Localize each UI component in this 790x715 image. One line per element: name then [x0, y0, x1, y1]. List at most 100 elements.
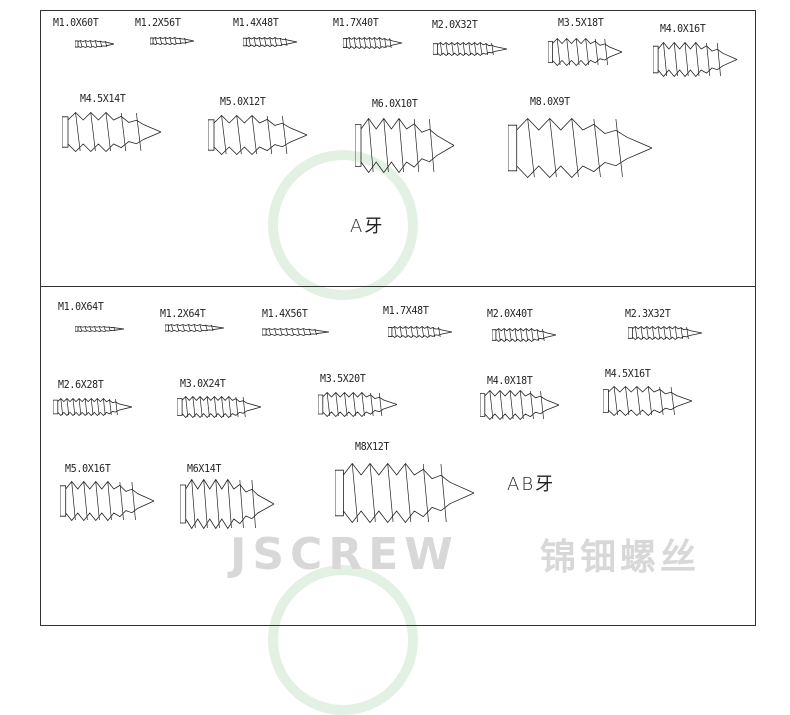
screw-outline	[480, 390, 560, 420]
thread-line	[221, 115, 227, 155]
thread-line	[509, 328, 512, 342]
thread-line	[361, 392, 365, 417]
section_a-screw-label: M8.0X9T	[530, 95, 570, 108]
thread-line	[640, 326, 644, 340]
section_ab-screw-label: M2.0X40T	[487, 307, 533, 320]
section_a-screw-label: M6.0X10T	[372, 97, 418, 110]
thread-line	[625, 386, 630, 416]
thread-line	[95, 481, 100, 521]
thread-line	[613, 386, 618, 416]
thread-line	[405, 326, 408, 338]
section_ab-screw-drawing	[388, 326, 453, 338]
screw-outline	[62, 112, 162, 152]
thread-line	[527, 118, 535, 178]
section_a-screw-label: M1.4X48T	[233, 16, 279, 29]
thread-line	[159, 37, 163, 45]
thread-line	[269, 37, 272, 47]
thread-line	[503, 328, 507, 342]
thread-line	[184, 37, 187, 45]
thread-line	[100, 40, 103, 48]
thread-line	[136, 112, 142, 152]
thread-line	[680, 326, 684, 340]
thread-line	[80, 40, 83, 48]
thread-line	[199, 324, 202, 332]
thread-line	[205, 324, 208, 332]
thread-line	[193, 324, 197, 332]
thread-line	[368, 118, 374, 173]
thread-line	[445, 42, 449, 56]
section_a-screw-drawing	[653, 42, 738, 77]
thread-line	[575, 38, 580, 66]
section_ab-screw-drawing	[335, 463, 475, 523]
watermark-seal-top	[268, 150, 418, 300]
thread-line	[103, 398, 106, 416]
thread-line	[647, 386, 653, 416]
thread-line	[432, 326, 436, 338]
thread-line	[280, 328, 283, 336]
screw-outline	[653, 42, 738, 77]
screw-outline	[75, 40, 115, 48]
section_a-screw-drawing	[62, 112, 162, 152]
thread-line	[520, 328, 523, 342]
thread-line	[99, 326, 102, 332]
thread-line	[264, 37, 267, 47]
thread-line	[673, 42, 678, 77]
thread-line	[71, 481, 76, 521]
thread-line	[706, 42, 711, 77]
screw-outline	[60, 481, 155, 521]
thread-line	[199, 396, 203, 418]
section_a-screw-label: M5.0X12T	[220, 95, 266, 108]
section_ab-screw-label: M1.0X64T	[58, 300, 104, 313]
thread-line	[285, 37, 288, 47]
thread-line	[498, 328, 501, 342]
thread-line	[66, 398, 70, 416]
section_ab-screw-label: M8X12T	[355, 440, 390, 453]
thread-line	[593, 118, 601, 178]
thread-line	[369, 463, 376, 523]
screw-outline	[343, 37, 403, 49]
section_ab-screw-label: M3.5X20T	[320, 372, 366, 385]
thread-line	[203, 479, 208, 529]
thread-line	[214, 396, 217, 418]
thread-line	[192, 396, 196, 418]
thread-line	[191, 479, 196, 529]
screw-outline	[603, 386, 693, 416]
section_ab-screw-label: M3.0X24T	[180, 377, 226, 390]
thread-line	[462, 42, 466, 56]
section_a-screw-drawing	[355, 118, 455, 173]
thread-line	[104, 40, 108, 48]
thread-line	[542, 328, 545, 342]
section_ab-screw-label: M1.2X64T	[160, 307, 206, 320]
screw-outline	[355, 118, 455, 173]
screw-outline	[180, 479, 275, 529]
thread-line	[474, 42, 477, 56]
thread-line	[155, 37, 158, 45]
section_a-screw-drawing	[150, 37, 195, 45]
thread-line	[90, 40, 93, 48]
thread-line	[674, 326, 678, 340]
thread-line	[358, 37, 362, 49]
thread-line	[716, 42, 721, 77]
thread-line	[394, 326, 397, 338]
screw-outline	[388, 326, 453, 338]
screw-outline	[262, 328, 330, 336]
thread-line	[314, 328, 317, 336]
thread-line	[571, 118, 579, 178]
thread-line	[274, 37, 277, 47]
section_ab-screw-drawing	[180, 479, 275, 529]
thread-line	[90, 112, 96, 152]
section_ab-screw-drawing	[262, 328, 330, 336]
thread-line	[176, 324, 180, 332]
section_a-screw-drawing	[343, 37, 403, 49]
thread-line	[652, 326, 655, 340]
thread-line	[119, 481, 124, 521]
thread-line	[509, 390, 514, 420]
thread-line	[663, 326, 666, 340]
thread-line	[188, 324, 191, 332]
thread-line	[103, 326, 106, 332]
section-ab-type-label: AB牙	[507, 474, 556, 495]
thread-line	[174, 37, 177, 45]
thread-line	[221, 396, 225, 418]
thread-line	[83, 481, 88, 521]
thread-line	[514, 328, 518, 342]
